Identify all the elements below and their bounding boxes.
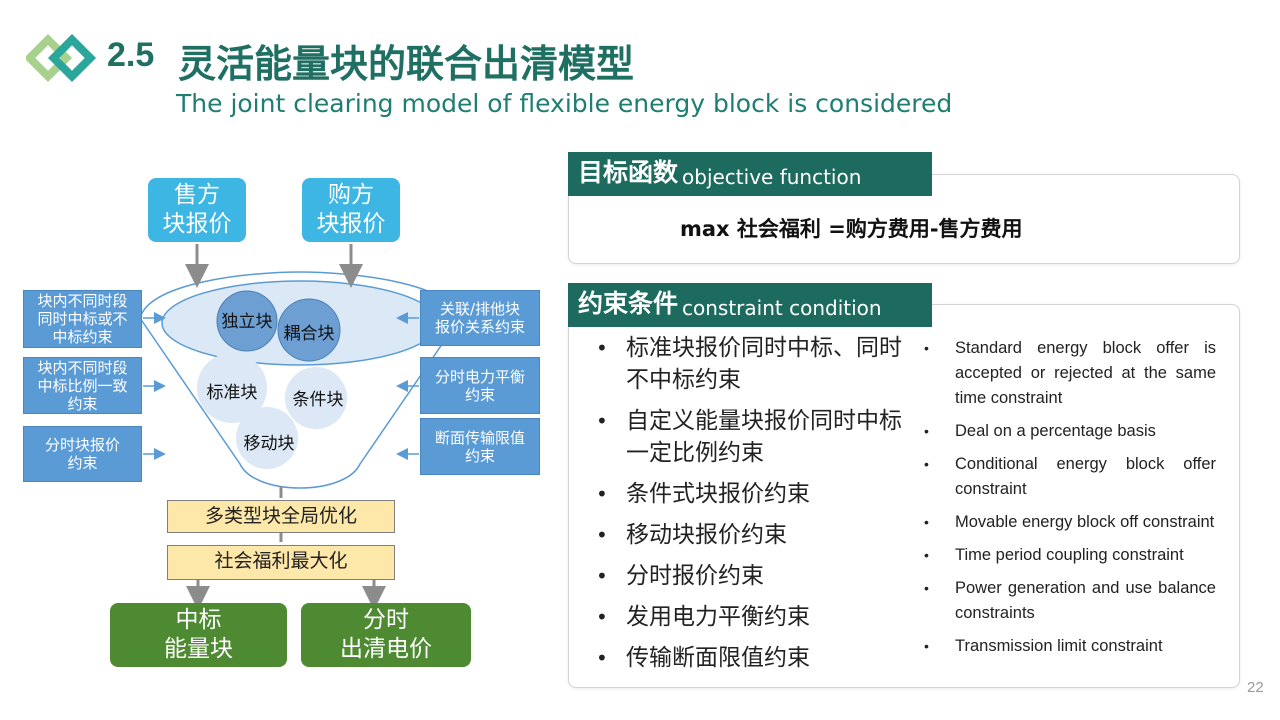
right-constraint-2: 分时电力平衡 约束 (420, 357, 540, 414)
list-item: Conditional energy block offer constrain… (922, 452, 1216, 502)
clearing-flow-diagram: 独立块 耦合块 标准块 条件块 移动块 (139, 244, 461, 610)
constraint-list-en: Standard energy block offer is accepted … (922, 336, 1216, 667)
page-subtitle: The joint clearing model of flexible ene… (176, 89, 953, 118)
right-constraint-3: 断面传输限值 约束 (420, 418, 540, 475)
standard-block-label: 标准块 (207, 383, 258, 403)
list-item: 自定义能量块报价同时中标一定比例约束 (590, 405, 910, 469)
standard-block-circle (197, 353, 267, 423)
list-item: 条件式块报价约束 (590, 478, 910, 510)
logo-icon (26, 33, 97, 83)
independent-block-label: 独立块 (222, 312, 273, 332)
list-item: Transmission limit constraint (922, 634, 1216, 659)
list-item: Standard energy block offer is accepted … (922, 336, 1216, 411)
constraint-tab-cn: 约束条件 (578, 289, 679, 318)
sell-bid-box: 售方 块报价 (148, 178, 246, 242)
constraint-tab-en: constraint condition (682, 296, 882, 320)
conditional-block-circle (285, 367, 347, 429)
coupled-block-label: 耦合块 (284, 324, 335, 344)
movable-block-label: 移动块 (244, 434, 295, 454)
list-item: 分时报价约束 (590, 560, 910, 592)
list-item: Deal on a percentage basis (922, 419, 1216, 444)
movable-block-circle (236, 407, 298, 469)
global-optimization-step: 多类型块全局优化 (167, 500, 395, 533)
winning-energy-block-output: 中标 能量块 (110, 603, 287, 667)
constraint-list-cn: 标准块报价同时中标、同时不中标约束 自定义能量块报价同时中标一定比例约束 条件式… (590, 332, 910, 683)
section-number: 2.5 (107, 36, 155, 74)
list-item: Power generation and use balance constra… (922, 576, 1216, 626)
list-item: 发用电力平衡约束 (590, 601, 910, 633)
list-item: 标准块报价同时中标、同时不中标约束 (590, 332, 910, 396)
objective-tab-en: objective function (682, 165, 862, 189)
objective-tab-cn: 目标函数 (578, 158, 679, 187)
page-number: 22 (1247, 679, 1264, 696)
independent-block-circle (216, 290, 278, 352)
list-item: 传输断面限值约束 (590, 642, 910, 674)
conditional-block-label: 条件块 (293, 390, 344, 410)
buy-bid-box: 购方 块报价 (302, 178, 400, 242)
list-item: Movable energy block off constraint (922, 510, 1216, 535)
objective-formula: max 社会福利 =购方费用-售方费用 (680, 217, 1023, 241)
coupled-block-circle (277, 298, 341, 362)
list-item: Time period coupling constraint (922, 543, 1216, 568)
left-constraint-1: 块内不同时段 同时中标或不 中标约束 (23, 290, 142, 348)
left-constraint-3: 分时块报价 约束 (23, 426, 142, 482)
left-constraint-2: 块内不同时段 中标比例一致 约束 (23, 357, 142, 414)
right-constraint-1: 关联/排他块 报价关系约束 (420, 290, 540, 346)
objective-tab: 目标函数 objective function (568, 152, 932, 196)
constraint-tab: 约束条件 constraint condition (568, 283, 932, 327)
clearing-price-output: 分时 出清电价 (301, 603, 471, 667)
welfare-maximization-step: 社会福利最大化 (167, 545, 395, 580)
page-title: 灵活能量块的联合出清模型 (178, 42, 635, 86)
list-item: 移动块报价约束 (590, 519, 910, 551)
